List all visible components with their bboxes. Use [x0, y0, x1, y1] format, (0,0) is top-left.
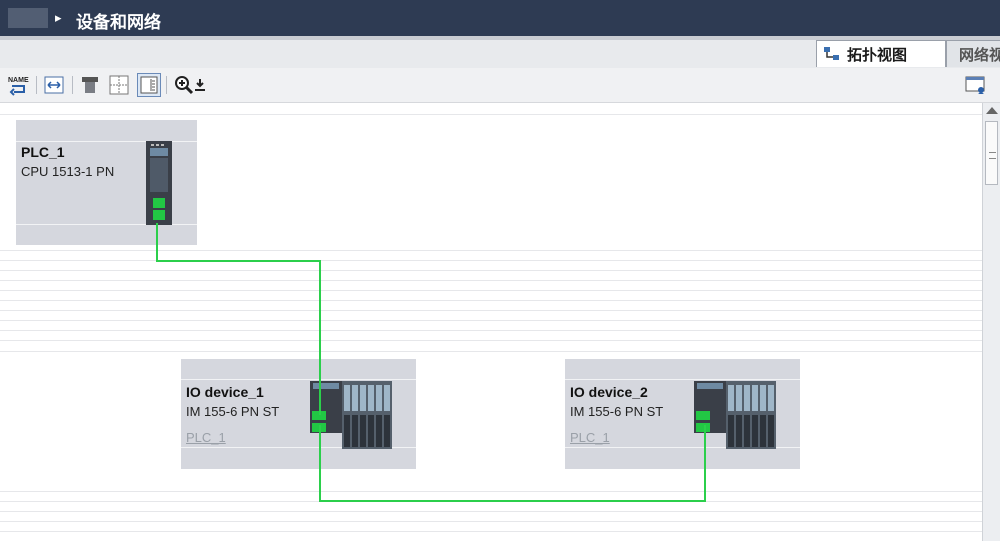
grid-line [0, 260, 982, 261]
device-type: IM 155-6 PN ST [570, 404, 664, 419]
vertical-scrollbar[interactable] [982, 103, 1000, 541]
zoom-in-button[interactable] [172, 73, 196, 97]
et200sp-station-icon [694, 381, 776, 449]
toolbar-separator [72, 76, 73, 94]
assigned-io-controller-link[interactable]: PLC_1 [186, 430, 226, 445]
ethernet-wire-plc-to-io1 [156, 223, 321, 415]
grid-line [0, 310, 982, 311]
grid-line [0, 340, 982, 341]
grid-line [0, 114, 982, 115]
et200sp-station-icon [310, 381, 392, 449]
show-overview-button[interactable] [964, 73, 988, 97]
device-io-device-2[interactable]: IO device_2 IM 155-6 PN ST PLC_1 [565, 359, 800, 469]
panel-top-icon [82, 77, 98, 93]
device-stripe [565, 379, 800, 380]
scroll-up-arrow-icon[interactable] [986, 107, 998, 114]
list-panel-icon [140, 76, 158, 94]
topology-canvas[interactable]: PLC_1 CPU 1513-1 PN IO device_1 IM 155-6… [0, 103, 982, 541]
download-arrow-icon [195, 79, 205, 91]
tab-network-view[interactable]: 网络视图 [946, 40, 1000, 67]
grid-line [0, 280, 982, 281]
grid-icon [109, 75, 129, 95]
device-stripe [181, 379, 416, 380]
cpu-module-icon [146, 141, 172, 225]
device-type: IM 155-6 PN ST [186, 404, 280, 419]
tab-topology-label: 拓扑视图 [847, 46, 908, 64]
device-plc-1[interactable]: PLC_1 CPU 1513-1 PN [16, 120, 197, 245]
layout-grid-button[interactable] [107, 73, 131, 97]
device-name: IO device_2 [570, 384, 648, 400]
svg-text:NAME: NAME [8, 77, 29, 84]
topology-toolbar: NAME [0, 68, 1000, 103]
layout-list-button[interactable] [137, 73, 161, 97]
grid-line [0, 270, 982, 271]
editor-titlebar: ▸ 设备和网络 [0, 0, 1000, 36]
layout-top-button[interactable] [78, 73, 102, 97]
grid-line [0, 521, 982, 522]
device-stripe [16, 141, 197, 142]
ethernet-connections [156, 223, 706, 502]
grid-line [0, 491, 982, 492]
editor-title: 设备和网络 [76, 13, 161, 32]
device-stripe [565, 447, 800, 448]
assigned-io-controller-link[interactable]: PLC_1 [570, 430, 610, 445]
device-io-device-1[interactable]: IO device_1 IM 155-6 PN ST PLC_1 [181, 359, 416, 469]
toolbar-separator [166, 76, 167, 94]
breadcrumb-arrow: ▸ [55, 10, 62, 25]
device-name: IO device_1 [186, 384, 264, 400]
device-name: PLC_1 [21, 144, 65, 160]
toolbar-separator [36, 76, 37, 94]
grid-line [0, 300, 982, 301]
tab-network-label: 网络视图 [959, 46, 1000, 64]
grid-line [0, 351, 982, 352]
zoom-in-icon [175, 76, 194, 95]
grid-line [0, 290, 982, 291]
project-name-redacted [8, 8, 48, 28]
show-device-name-button[interactable]: NAME [6, 73, 30, 97]
device-stripe [181, 447, 416, 448]
fit-width-button[interactable] [42, 73, 66, 97]
grid-line [0, 250, 982, 251]
device-type: CPU 1513-1 PN [21, 164, 115, 179]
scrollbar-thumb[interactable] [985, 121, 998, 185]
grid-line [0, 511, 982, 512]
tab-topology-view[interactable]: 拓扑视图 [816, 40, 946, 67]
overview-window-icon [965, 76, 985, 94]
grid-line [0, 531, 982, 532]
grip-icon [989, 152, 996, 159]
grid-line [0, 330, 982, 331]
ethernet-wire-io1-to-io2 [319, 425, 706, 502]
topology-view-icon [824, 47, 839, 60]
zoom-dropdown-button[interactable] [192, 73, 208, 97]
title-divider [0, 36, 1000, 40]
grid-line [0, 320, 982, 321]
device-stripe [16, 224, 197, 225]
fit-width-icon [44, 76, 64, 94]
name-icon: NAME [8, 77, 29, 96]
view-tabbar: 拓扑视图 网络视图 [0, 40, 1000, 69]
